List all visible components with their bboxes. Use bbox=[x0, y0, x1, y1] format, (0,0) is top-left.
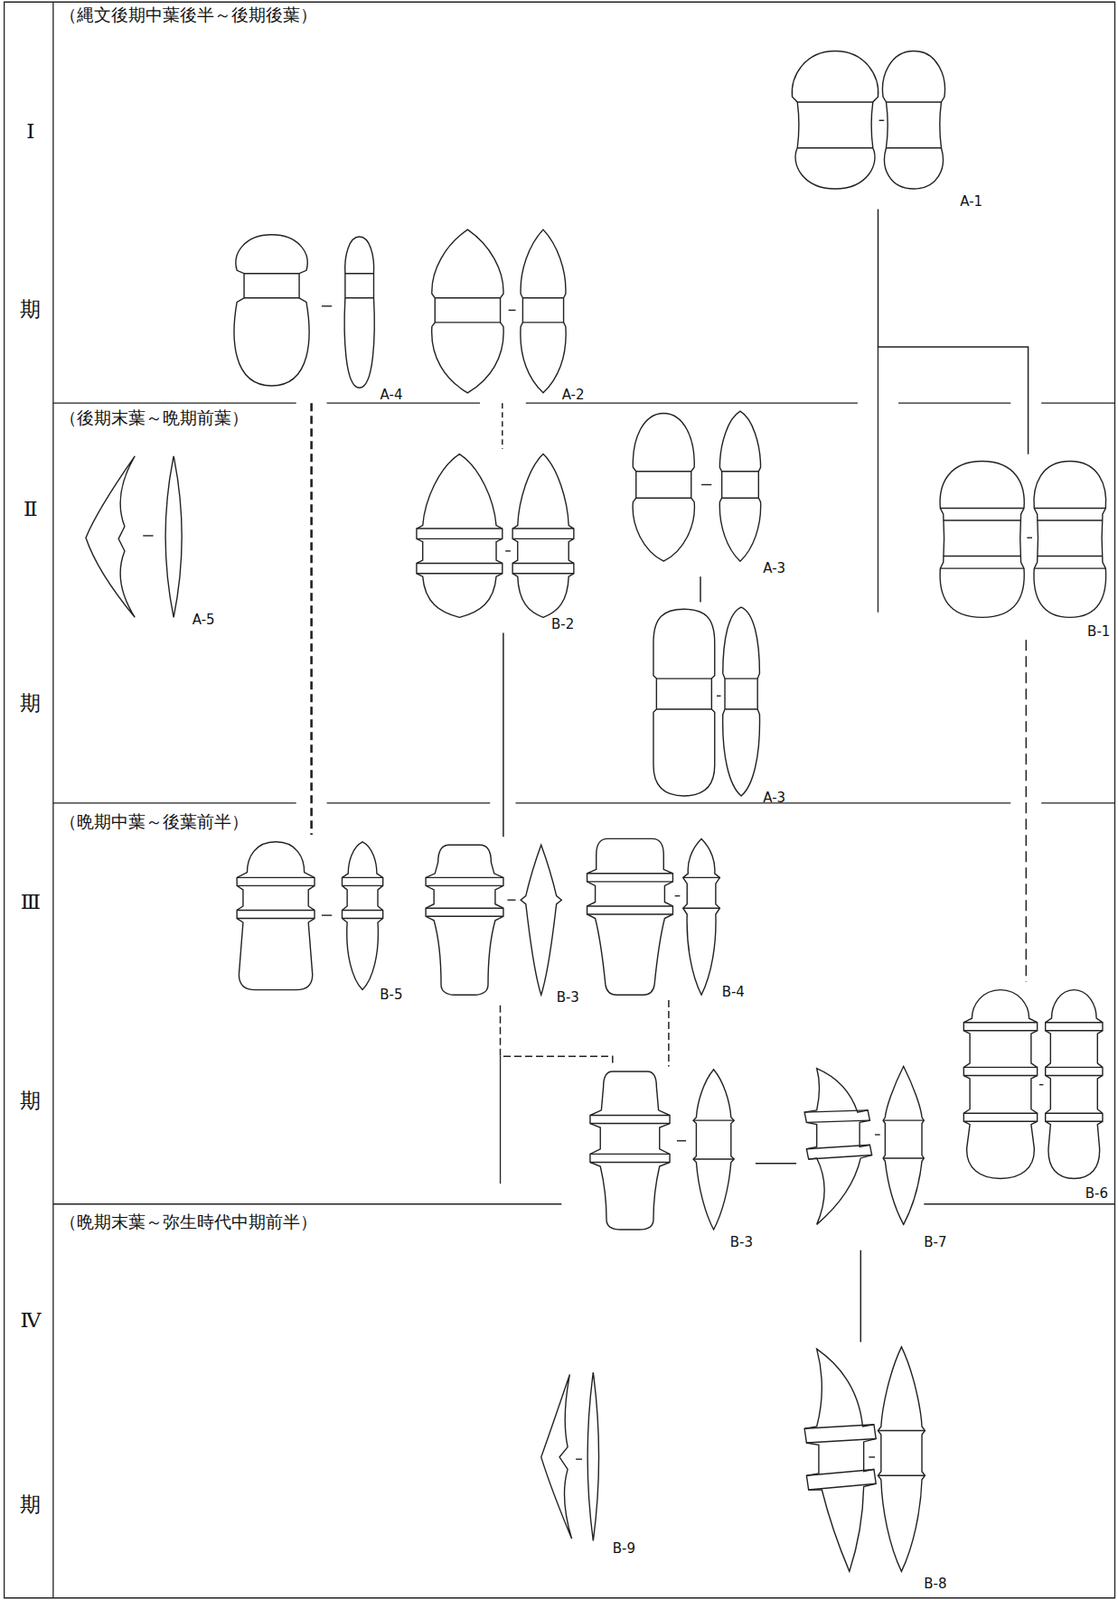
table-frame bbox=[4, 1, 1116, 1598]
period-numeral: 期 bbox=[19, 1493, 41, 1517]
period-heading: （縄文後期中葉後半～後期後葉） bbox=[59, 5, 318, 25]
lineage-line bbox=[500, 1005, 613, 1068]
artifact-figure: B-2 bbox=[413, 449, 578, 633]
period-numeral: 期 bbox=[19, 298, 41, 321]
period-heading: （後期末葉～晩期前葉） bbox=[59, 408, 249, 428]
artifact-figure: A-3 bbox=[645, 602, 789, 808]
lineage-line bbox=[502, 632, 505, 837]
artifact-figure: B-3 bbox=[420, 836, 582, 1006]
artifact-figure: B-9 bbox=[530, 1368, 639, 1558]
lineage-line bbox=[878, 209, 1029, 455]
type-label: A-2 bbox=[562, 388, 585, 403]
period-heading: （晩期中葉～後葉前半） bbox=[59, 812, 249, 832]
type-label: A-4 bbox=[380, 388, 404, 403]
type-label: B-8 bbox=[923, 1578, 947, 1592]
lineage-line bbox=[501, 403, 504, 450]
artifact-figure: B-4 bbox=[583, 832, 748, 1001]
period-numeral: 期 bbox=[19, 1089, 41, 1113]
lineage-line bbox=[755, 1163, 797, 1165]
type-label: B-1 bbox=[1087, 625, 1110, 639]
period-numeral: Ⅲ bbox=[20, 891, 41, 914]
period-numeral: Ⅰ bbox=[26, 120, 35, 143]
type-label: B-3 bbox=[730, 1236, 753, 1250]
artifact-figure: B-3 bbox=[582, 1067, 756, 1251]
lineage-line bbox=[667, 1000, 670, 1067]
artifact-figure: B-5 bbox=[229, 835, 405, 1004]
artifact-figure: B-8 bbox=[786, 1343, 950, 1594]
type-label: B-5 bbox=[379, 988, 403, 1003]
type-label: B-3 bbox=[556, 991, 580, 1006]
lineage-line bbox=[1025, 639, 1028, 983]
artifact-figure: B-1 bbox=[930, 454, 1113, 641]
artifact-figure: A-5 bbox=[79, 449, 218, 629]
artifact-figure: B-6 bbox=[958, 982, 1111, 1203]
type-label: A-3 bbox=[762, 562, 786, 576]
type-label: B-4 bbox=[722, 986, 745, 1000]
period-numeral: 期 bbox=[19, 692, 41, 715]
lineage-line bbox=[310, 403, 313, 836]
type-label: B-9 bbox=[612, 1542, 636, 1557]
type-label: B-6 bbox=[1085, 1187, 1109, 1202]
period-numeral: Ⅱ bbox=[23, 497, 38, 521]
type-label: B-2 bbox=[551, 618, 574, 632]
type-label: A-5 bbox=[192, 613, 216, 628]
artifact-figure: A-2 bbox=[423, 225, 588, 404]
period-heading: （晩期末葉～弥生時代中期前半） bbox=[59, 1212, 318, 1232]
lineage-stub bbox=[500, 347, 879, 1184]
artifact-figure: A-3 bbox=[624, 408, 789, 577]
lineage-line bbox=[699, 576, 702, 602]
artifact-drawings bbox=[85, 50, 1107, 1572]
artifact-figure: B-7 bbox=[796, 1061, 949, 1251]
period-numeral: Ⅳ bbox=[19, 1309, 41, 1333]
type-label: A-3 bbox=[762, 791, 786, 806]
type-label: A-1 bbox=[959, 195, 983, 209]
artifact-figure: A-1 bbox=[786, 46, 986, 210]
type-label: B-7 bbox=[923, 1236, 947, 1250]
lineage-line bbox=[860, 1250, 863, 1344]
artifact-figure: A-4 bbox=[226, 229, 406, 404]
